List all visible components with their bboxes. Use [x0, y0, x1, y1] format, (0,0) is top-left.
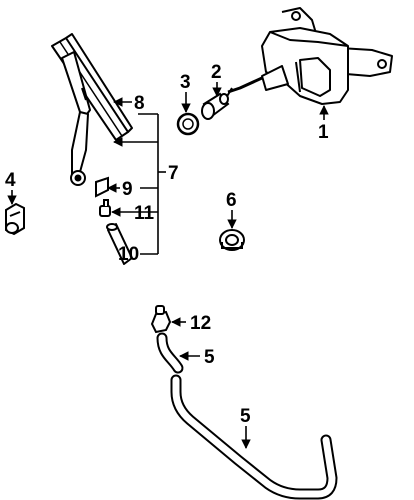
callout-5-lower: 5 — [240, 406, 251, 427]
seal-part — [176, 112, 200, 136]
check-valve-part — [150, 305, 172, 334]
callout-6: 6 — [226, 190, 237, 211]
nozzle-part — [99, 199, 111, 217]
callout-12: 12 — [190, 313, 211, 334]
callout-labels: 1 2 3 4 5 5 6 7 8 9 10 11 12 — [5, 62, 329, 427]
grommet-part — [219, 229, 245, 251]
leader-lines — [7, 82, 329, 449]
callout-9: 9 — [122, 179, 133, 200]
callout-5-upper: 5 — [204, 347, 215, 368]
callout-10: 10 — [118, 244, 139, 265]
callout-2: 2 — [211, 62, 222, 83]
callout-1: 1 — [318, 122, 329, 143]
callout-11: 11 — [134, 203, 155, 224]
callout-4: 4 — [5, 170, 16, 191]
wiper-motor-part — [225, 7, 393, 105]
callout-7: 7 — [168, 163, 179, 184]
long-hose-part — [170, 374, 338, 500]
callout-3: 3 — [180, 72, 191, 93]
callout-8: 8 — [134, 93, 145, 114]
wiper-blade-part — [51, 33, 133, 141]
shaft-bushing-part — [201, 92, 230, 120]
wiper-arm-part — [61, 51, 91, 186]
clip-part — [95, 176, 109, 198]
short-hose-part — [156, 332, 184, 374]
washer-tube-part — [106, 223, 133, 265]
connector-part — [5, 202, 25, 236]
